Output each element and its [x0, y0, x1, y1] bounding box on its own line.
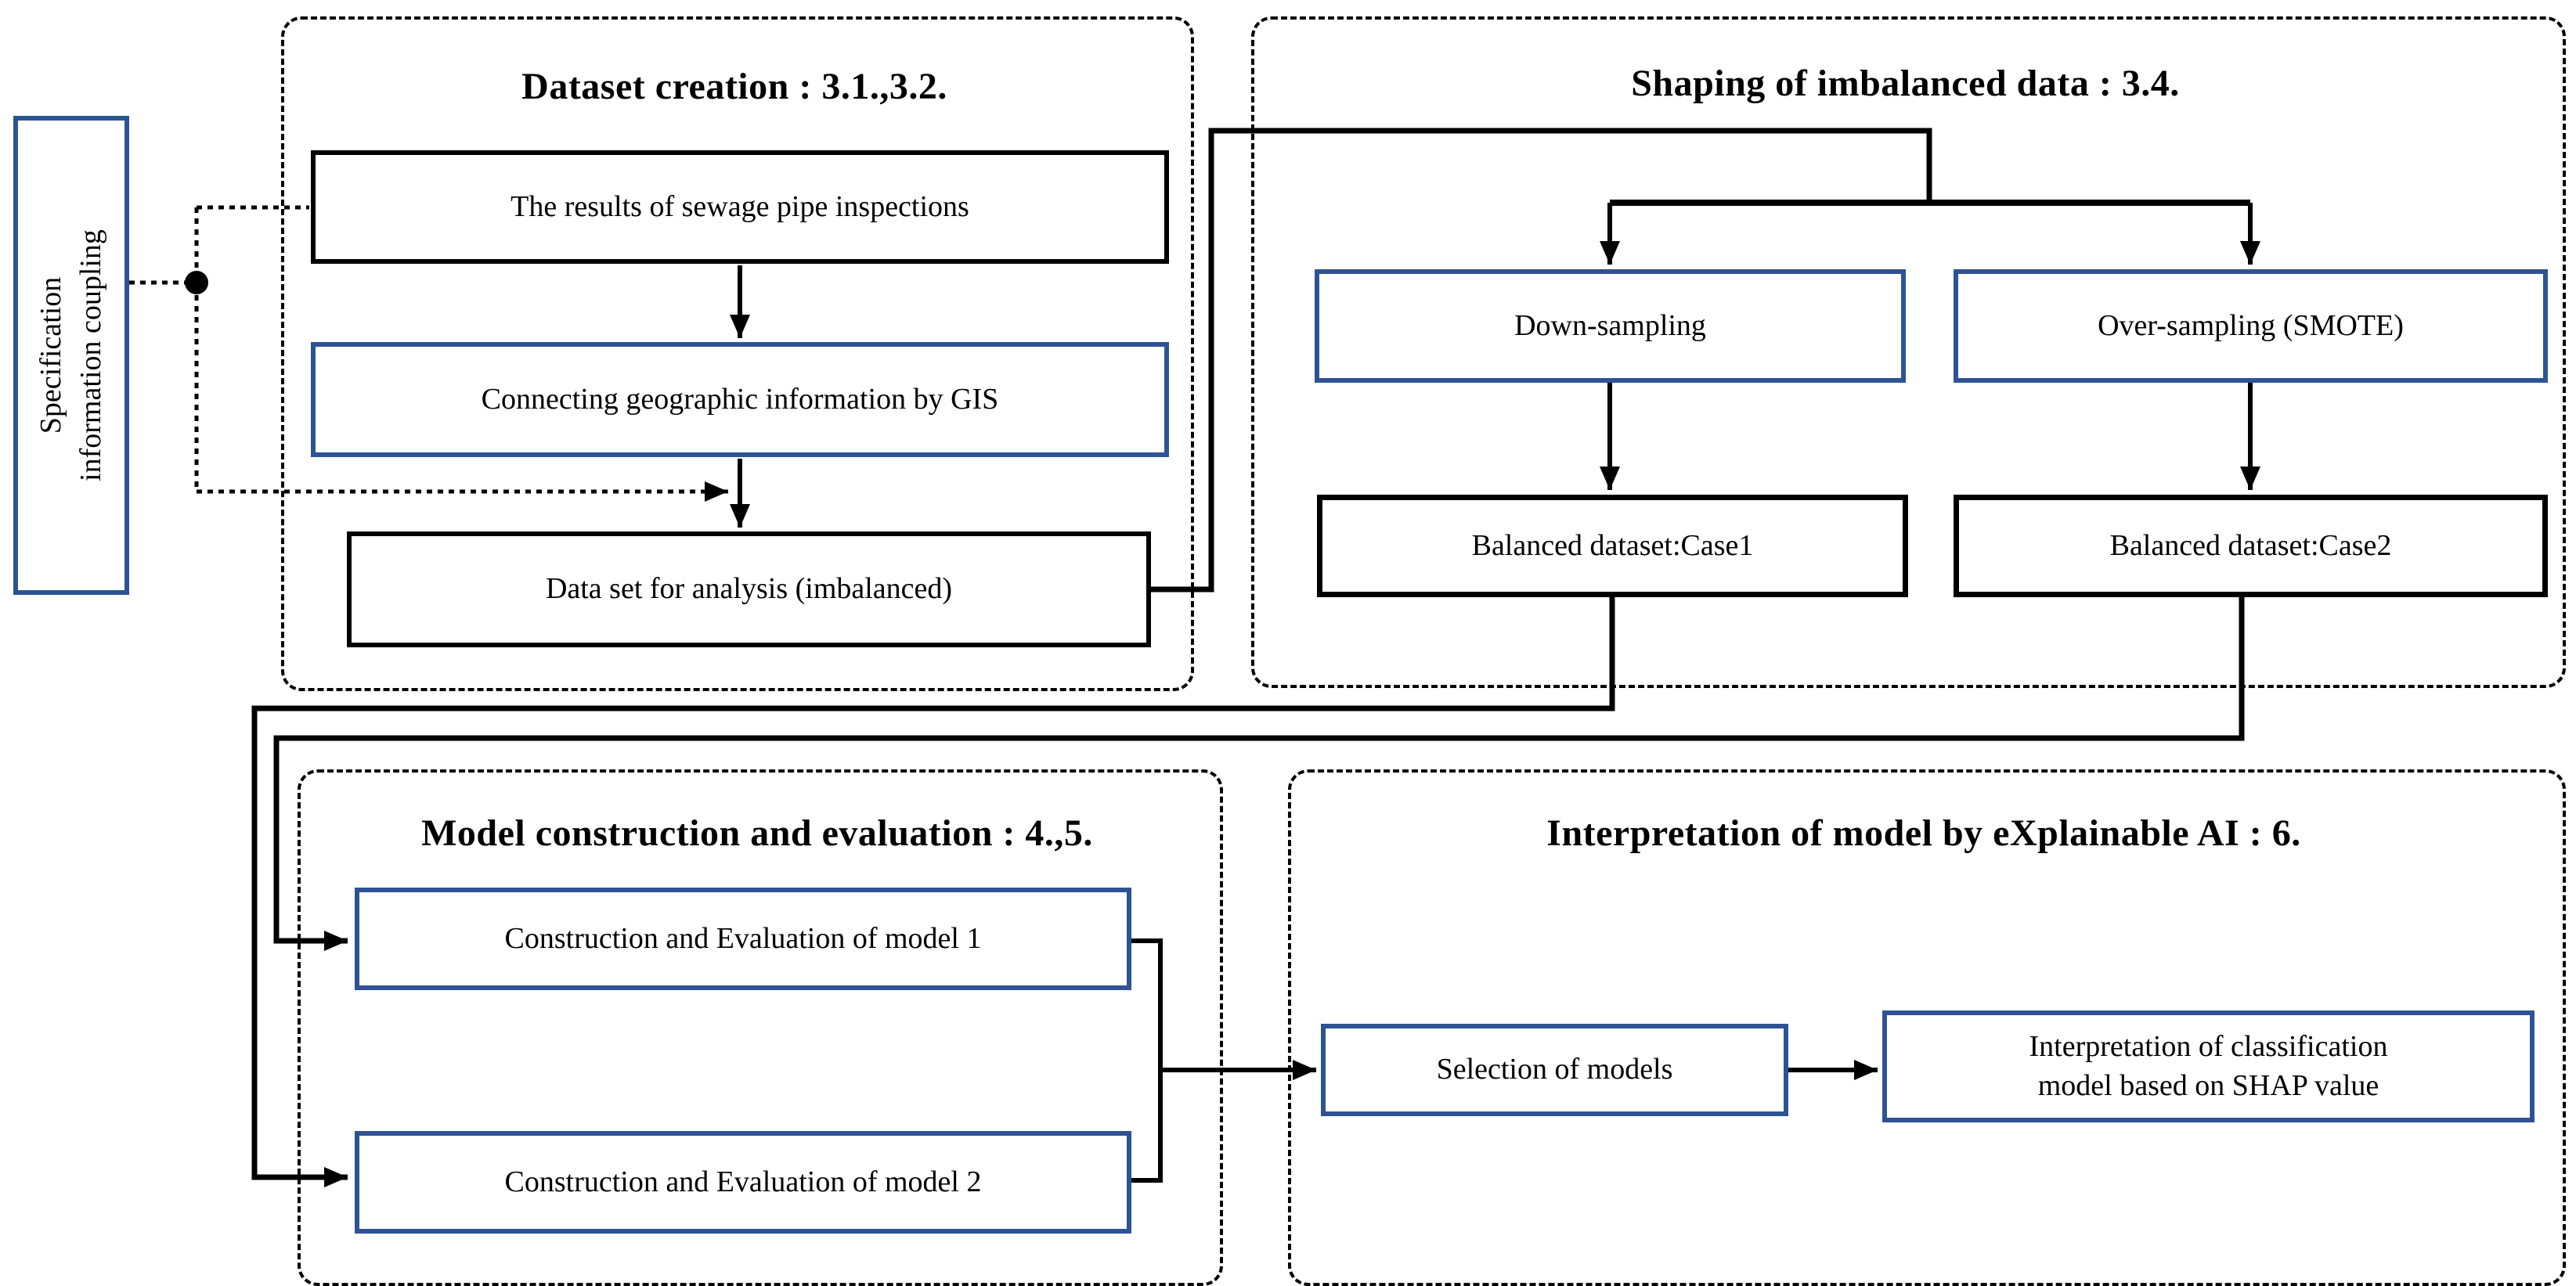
- node-down-sampling: Down-sampling: [1315, 269, 1906, 383]
- section-interpretation: [1288, 769, 2566, 1286]
- title-dataset-creation: Dataset creation : 3.1.,3.2.: [521, 66, 947, 107]
- shap-line1: Interpretation of classification: [2029, 1030, 2388, 1064]
- node-balanced-case2: Balanced dataset:Case2: [1954, 495, 2548, 597]
- title-model-construction: Model construction and evaluation : 4.,5…: [421, 812, 1093, 854]
- node-over-sampling: Over-sampling (SMOTE): [1954, 269, 2548, 383]
- node-gis-connect: Connecting geographic information by GIS: [311, 342, 1169, 457]
- section-dataset-creation: [281, 16, 1194, 691]
- node-balanced-case1: Balanced dataset:Case1: [1317, 495, 1908, 597]
- node-selection-of-models: Selection of models: [1321, 1024, 1788, 1116]
- title-interpretation: Interpretation of model by eXplainable A…: [1546, 812, 2301, 854]
- junction-dot: [185, 271, 208, 294]
- node-sewage-inspections: The results of sewage pipe inspections: [311, 150, 1169, 264]
- specification-coupling-line2: information coupling: [74, 229, 107, 481]
- section-shaping: [1251, 16, 2566, 688]
- section-model-construction: [298, 769, 1223, 1286]
- specification-coupling-box: Specification information coupling: [13, 116, 129, 595]
- specification-coupling-line1: Specification: [34, 276, 67, 434]
- node-shap-interpretation: Interpretation of classification model b…: [1882, 1010, 2535, 1122]
- shap-line2: model based on SHAP value: [2037, 1068, 2379, 1102]
- title-shaping: Shaping of imbalanced data : 3.4.: [1631, 63, 2180, 104]
- node-dataset-imbalanced: Data set for analysis (imbalanced): [347, 531, 1151, 647]
- node-model2: Construction and Evaluation of model 2: [355, 1131, 1131, 1234]
- node-model1: Construction and Evaluation of model 1: [355, 888, 1131, 990]
